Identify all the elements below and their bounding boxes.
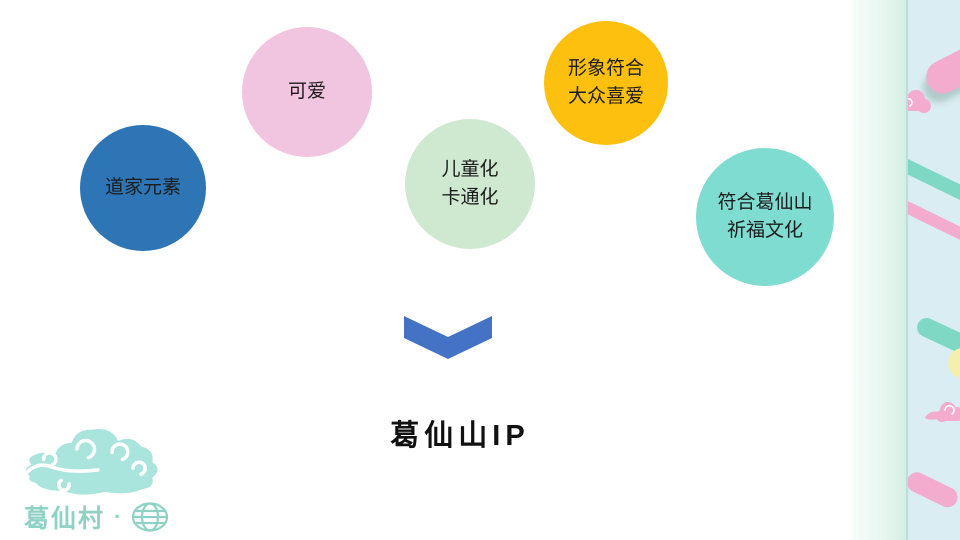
brand-separator-dot: · [114, 504, 122, 529]
deco-pink-cloud-icon [908, 90, 931, 113]
bubble-taoist-elements: 道家元素 [80, 125, 206, 251]
sidebar-deco-panel [906, 0, 960, 540]
bubble-gexianshan-blessing-culture: 符合葛仙山 祈福文化 [696, 148, 834, 286]
chevron-down-icon [404, 316, 492, 359]
deco-pink-swirl-cloud-icon [925, 402, 960, 422]
bubble-label: 儿童化 [441, 158, 499, 180]
deco-yellow-circle [948, 348, 960, 378]
page-title: 葛仙山IP [390, 420, 530, 452]
deco-teal-stripe [908, 153, 960, 204]
bubble-label: 卡通化 [441, 187, 499, 208]
cloud-logo-icon [24, 428, 158, 495]
globe-icon [132, 502, 169, 532]
bubble-label: 大众喜爱 [567, 86, 644, 107]
footer-logo-row: 葛仙村 · [24, 499, 170, 535]
bubble-label: 形象符合 [567, 57, 644, 79]
cloud-curl-details [24, 438, 147, 492]
bubble-label: 可爱 [287, 80, 326, 102]
bubble-image-public-appeal: 形象符合 大众喜爱 [544, 21, 668, 145]
bubble-label: 符合葛仙山 [717, 191, 813, 213]
bubble-cute: 可爱 [242, 27, 372, 157]
sidebar-gradient-strip [852, 0, 906, 540]
bubble-label: 祈福文化 [726, 220, 803, 241]
deco-pink-stripe [908, 195, 960, 245]
deco-pink-pill-bottom [908, 469, 960, 511]
bubble-childlike-cartoonish: 儿童化 卡通化 [405, 119, 535, 249]
chevron-shape [404, 316, 492, 359]
bubble-label: 道家元素 [104, 176, 181, 198]
brand-text: 葛仙村 [24, 505, 106, 533]
